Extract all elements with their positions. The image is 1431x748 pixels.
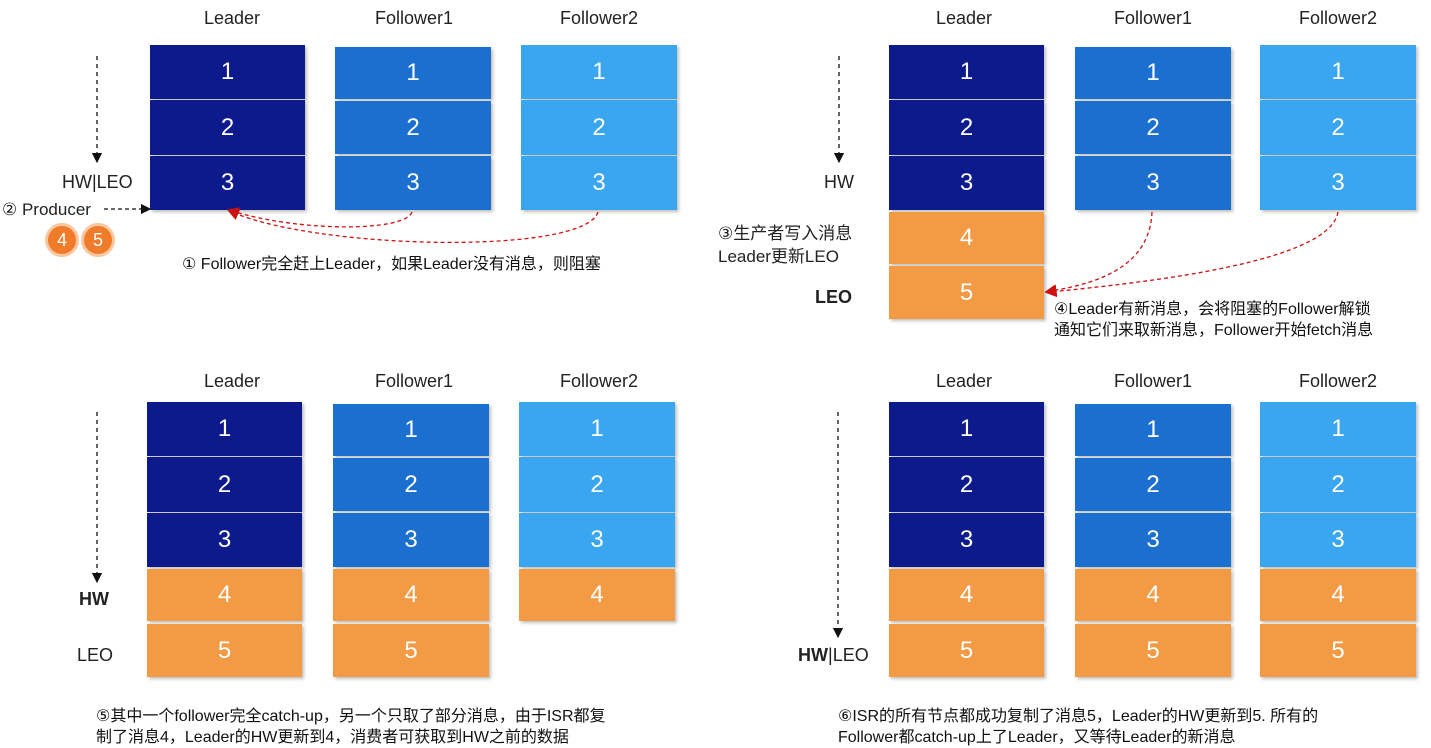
follower1-message-1: 1: [333, 404, 489, 456]
leader-message-5: 5: [147, 624, 302, 677]
leader-message-3: 3: [150, 156, 305, 210]
producer-note-line-1: ③生产者写入消息: [718, 224, 853, 243]
follower2-message-3: 3: [519, 513, 675, 567]
follower1-message-3: 3: [1075, 156, 1231, 210]
follower1-message-3: 3: [333, 513, 489, 567]
follower2-message-3: 3: [1260, 156, 1416, 210]
hw-leo-marker: HW|LEO: [798, 645, 869, 665]
follower1-message-2: 2: [1075, 458, 1231, 511]
follower1-message-2: 2: [333, 458, 489, 511]
follower2-message-3: 3: [1260, 513, 1416, 567]
leo-marker: LEO: [77, 645, 114, 665]
leader-message-4: 4: [147, 569, 302, 621]
follower2-header: Follower2: [1298, 8, 1378, 28]
follower1-message-1: 1: [335, 47, 491, 99]
leader-message-2: 2: [889, 100, 1044, 155]
producer-label: ② Producer: [2, 200, 91, 219]
leader-message-1: 1: [889, 45, 1044, 99]
follower2-message-2: 2: [1260, 457, 1416, 512]
follower1-message-4: 4: [1075, 569, 1231, 621]
notify-arrow-follower2: [1044, 211, 1339, 298]
follower2-message-3: 3: [521, 156, 677, 210]
pending-message-5: 5: [81, 223, 115, 257]
panel-3-caption-line-1: ⑤其中一个follower完全catch-up，另一个只取了部分消息，由于ISR…: [96, 708, 606, 725]
follower2-message-4: 4: [1260, 569, 1416, 621]
follower2-message-4: 4: [519, 569, 675, 621]
leader-message-5: 5: [889, 266, 1044, 319]
leader-message-1: 1: [147, 402, 302, 456]
follower2-header: Follower2: [559, 371, 639, 391]
follower1-message-4: 4: [333, 569, 489, 621]
fetch-arrow-follower1: [227, 207, 413, 228]
follower2-message-1: 1: [521, 45, 677, 99]
leader-header: Leader: [203, 8, 261, 28]
follower2-header: Follower2: [559, 8, 639, 28]
leader-message-3: 3: [889, 156, 1044, 210]
leader-message-2: 2: [147, 457, 302, 512]
panel-4-caption-line-2: Follower都catch-up上了Leader，又等待Leader的新消息: [838, 729, 1236, 746]
follower2-message-2: 2: [521, 100, 677, 155]
panel-3-caption-line-2: 制了消息4，Leader的HW更新到4，消费者可获取到HW之前的数据: [96, 729, 569, 746]
leader-message-2: 2: [889, 457, 1044, 512]
follower1-header: Follower1: [374, 371, 454, 391]
follower2-message-1: 1: [1260, 45, 1416, 99]
leader-message-1: 1: [889, 402, 1044, 456]
leader-message-4: 4: [889, 569, 1044, 621]
leader-message-1: 1: [150, 45, 305, 99]
follower1-message-2: 2: [1075, 101, 1231, 154]
follower1-message-1: 1: [1075, 404, 1231, 456]
follower1-message-5: 5: [1075, 624, 1231, 677]
follower1-header: Follower1: [374, 8, 454, 28]
follower1-message-3: 3: [1075, 513, 1231, 567]
follower1-message-3: 3: [335, 156, 491, 210]
follower1-header: Follower1: [1113, 371, 1193, 391]
leader-header: Leader: [935, 371, 993, 391]
panel-1-caption: ① Follower完全赶上Leader，如果Leader没有消息，则阻塞: [182, 256, 601, 273]
notify-arrow-follower1: [1044, 211, 1153, 296]
follower2-message-1: 1: [1260, 402, 1416, 456]
follower1-message-1: 1: [1075, 47, 1231, 99]
panel-4-caption-line-1: ⑥ISR的所有节点都成功复制了消息5，Leader的HW更新到5. 所有的: [838, 708, 1319, 725]
leader-message-3: 3: [889, 513, 1044, 567]
hw-marker: HW: [798, 645, 828, 665]
follower2-message-5: 5: [1260, 624, 1416, 677]
leo-marker: LEO: [815, 287, 853, 307]
follower1-message-5: 5: [333, 624, 489, 677]
leader-header: Leader: [203, 371, 261, 391]
hw-marker: HW: [824, 172, 854, 192]
leader-message-5: 5: [889, 624, 1044, 677]
hw-marker: HW: [79, 589, 109, 609]
follower2-message-1: 1: [519, 402, 675, 456]
leader-message-3: 3: [147, 513, 302, 567]
leader-header: Leader: [935, 8, 993, 28]
follower1-header: Follower1: [1113, 8, 1193, 28]
pending-message-4: 4: [45, 223, 79, 257]
fetch-arrow-follower2: [227, 209, 599, 244]
hw-leo-marker: HW|LEO: [62, 172, 133, 192]
leader-message-4: 4: [889, 212, 1044, 264]
panel-2-caption-line-1: ④Leader有新消息，会将阻塞的Follower解锁: [1054, 301, 1371, 318]
follower1-message-2: 2: [335, 101, 491, 154]
leo-marker: LEO: [832, 645, 869, 665]
follower2-message-2: 2: [1260, 100, 1416, 155]
follower2-message-2: 2: [519, 457, 675, 512]
panel-2-caption-line-2: 通知它们来取新消息，Follower开始fetch消息: [1054, 322, 1374, 339]
producer-note-line-2: Leader更新LEO: [718, 247, 839, 266]
follower2-header: Follower2: [1298, 371, 1378, 391]
leader-message-2: 2: [150, 100, 305, 155]
